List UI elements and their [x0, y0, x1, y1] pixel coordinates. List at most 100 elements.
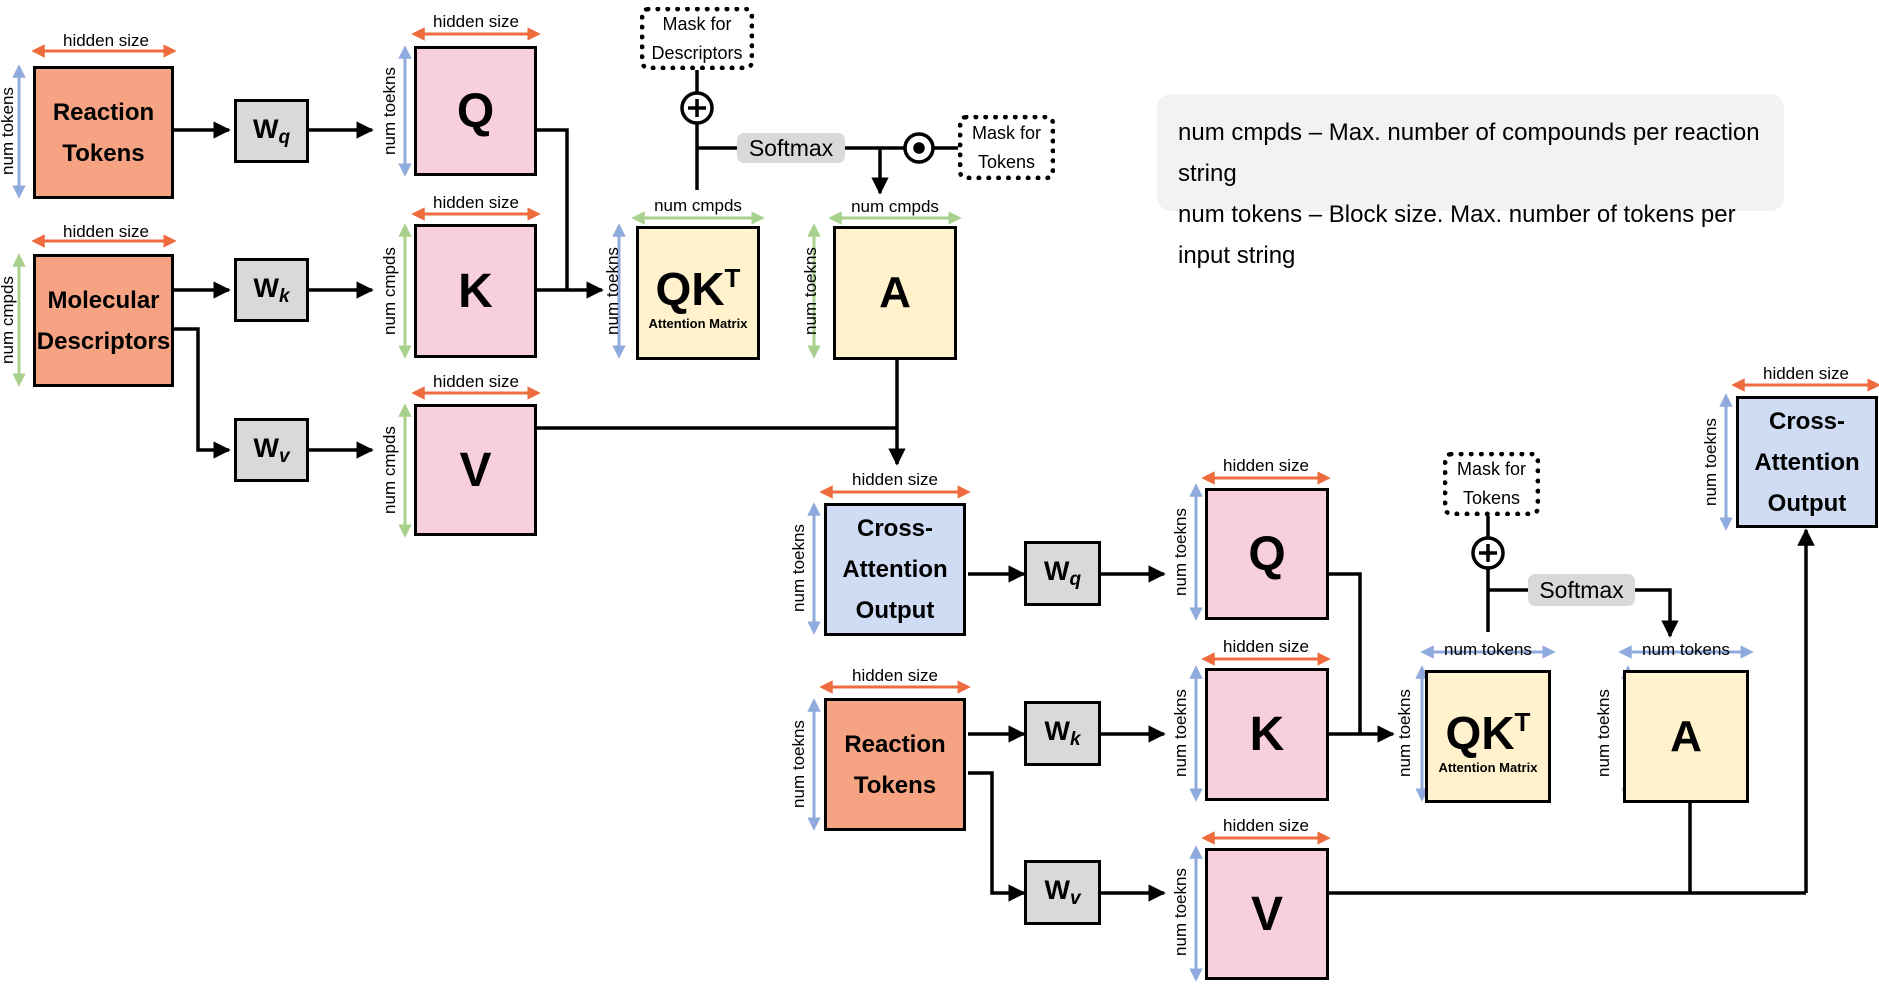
- w-subscript: v: [1069, 888, 1081, 909]
- num-tokens-label: num toekns: [1171, 868, 1190, 956]
- num-cmpds-label: num toekns: [801, 247, 820, 335]
- box-label: K: [458, 264, 493, 318]
- hidden-size-arrows: [31, 27, 1879, 845]
- v-box: V: [414, 404, 537, 536]
- hidden-size-label: hidden size: [1222, 816, 1309, 835]
- num-tokens-label: num toekns: [789, 524, 808, 612]
- mask-label: Mask for: [1456, 459, 1526, 479]
- box-label: Reaction: [52, 98, 155, 126]
- box-label: Tokens: [853, 771, 937, 799]
- plus-icon-2: [1471, 536, 1505, 570]
- w-subscript: q: [278, 126, 291, 148]
- w-label: W: [253, 432, 279, 463]
- num-cmpds-label: num cmpds: [654, 196, 742, 215]
- a-box: A: [833, 226, 957, 360]
- hidden-size-label: hidden size: [432, 372, 519, 391]
- num-cmpds-label: num cmpds: [0, 276, 17, 364]
- box-label: Output: [855, 597, 935, 624]
- mask-for-tokens: Mask for Tokens: [958, 115, 1055, 180]
- box-label: Descriptors: [36, 327, 171, 355]
- flow-connectors: [174, 69, 1815, 902]
- hidden-size-label: hidden size: [62, 222, 149, 241]
- w-subscript: v: [278, 445, 290, 467]
- w-label: W: [1043, 556, 1070, 586]
- w-v-box: Wv: [234, 418, 309, 482]
- w-k-box: Wk: [234, 258, 309, 322]
- num-tokens-label: num toekns: [1594, 689, 1613, 777]
- w-subscript: k: [1069, 729, 1081, 750]
- softmax-label: Softmax: [1528, 574, 1635, 606]
- box-label: A: [1670, 711, 1702, 761]
- box-label: Q: [456, 84, 495, 138]
- legend-line: num cmpds – Max. number of compounds per…: [1178, 119, 1760, 187]
- a-box: A: [1623, 670, 1749, 803]
- reaction-tokens-box: Reaction Tokens: [824, 698, 966, 831]
- mask-label: Tokens: [977, 151, 1036, 172]
- box-label: Reaction: [844, 730, 946, 758]
- v-box: V: [1205, 848, 1329, 980]
- hidden-size-label: hidden size: [1762, 364, 1849, 383]
- hidden-size-label: hidden size: [851, 666, 938, 685]
- mask-label: Mask for: [662, 13, 732, 34]
- num-tokens-label: num toekns: [1395, 689, 1414, 777]
- mask-for-descriptors: Mask for Descriptors: [640, 7, 754, 70]
- num-tokens-label: num toekns: [789, 720, 808, 808]
- box-label: Output: [1767, 489, 1847, 517]
- legend-box: num cmpds – Max. number of compounds per…: [1157, 94, 1784, 269]
- num-tokens-label: num tokens: [1444, 640, 1532, 659]
- box-label: Q: [1248, 527, 1286, 581]
- w-q-box: Wq: [1024, 541, 1101, 606]
- box-label: Cross-: [856, 515, 934, 542]
- hidden-size-label: hidden size: [1222, 456, 1309, 475]
- cross-attention-output-box: Cross- Attention Output: [824, 503, 966, 636]
- qk-label: QK: [655, 263, 725, 315]
- hidden-size-label: hidden size: [851, 470, 938, 489]
- num-tokens-label: num toekns: [1171, 508, 1190, 596]
- qk-superscript: T: [724, 263, 741, 293]
- w-q-box: Wq: [234, 99, 309, 163]
- q-box: Q: [1205, 488, 1329, 620]
- k-box: K: [1205, 668, 1329, 801]
- w-label: W: [1044, 716, 1070, 746]
- w-subscript: q: [1069, 569, 1082, 590]
- attention-matrix-label: Attention Matrix: [1438, 759, 1538, 775]
- num-cmpds-arrows: [12, 211, 962, 538]
- hidden-size-label: hidden size: [432, 12, 519, 31]
- box-label: K: [1249, 708, 1285, 761]
- qkt-attention-matrix-box: QKT Attention Matrix: [1425, 670, 1551, 803]
- num-tokens-label: num toekns: [603, 247, 622, 335]
- legend-line: num tokens – Block size. Max. number of …: [1178, 201, 1736, 269]
- num-cmpds-label: num cmpds: [380, 247, 399, 335]
- softmax-label: Softmax: [737, 133, 845, 163]
- box-label: A: [879, 268, 911, 317]
- q-box: Q: [414, 46, 537, 176]
- mask-label: Descriptors: [651, 42, 743, 63]
- hidden-size-label: hidden size: [1222, 637, 1309, 656]
- num-tokens-label: num toekns: [1171, 689, 1190, 777]
- plus-icon: [680, 91, 714, 125]
- hidden-size-label: hidden size: [432, 193, 519, 212]
- box-label: Cross-: [1768, 407, 1846, 435]
- hadamard-icon: [903, 132, 935, 164]
- box-label: Attention: [1754, 448, 1860, 476]
- k-box: K: [414, 224, 537, 358]
- box-label: Tokens: [62, 139, 145, 167]
- qk-label: QK: [1445, 706, 1515, 759]
- num-tokens-label: num tokens: [1642, 640, 1730, 659]
- box-label: V: [459, 443, 492, 497]
- w-subscript: k: [278, 285, 290, 307]
- reaction-tokens-box: Reaction Tokens: [33, 66, 174, 199]
- cross-attention-output-box: Cross- Attention Output: [1736, 396, 1878, 528]
- box-label: Molecular: [47, 286, 160, 314]
- num-cmpds-label: num cmpds: [380, 426, 399, 514]
- box-label: V: [1250, 887, 1283, 941]
- num-cmpds-label: num cmpds: [851, 197, 939, 216]
- w-label: W: [252, 113, 279, 144]
- attention-matrix-label: Attention Matrix: [648, 316, 748, 331]
- num-tokens-label: num toekns: [1701, 418, 1720, 506]
- w-label: W: [1044, 875, 1070, 905]
- mask-label: Tokens: [1462, 488, 1521, 508]
- qk-superscript: T: [1514, 706, 1531, 737]
- mask-label: Mask for: [971, 122, 1041, 143]
